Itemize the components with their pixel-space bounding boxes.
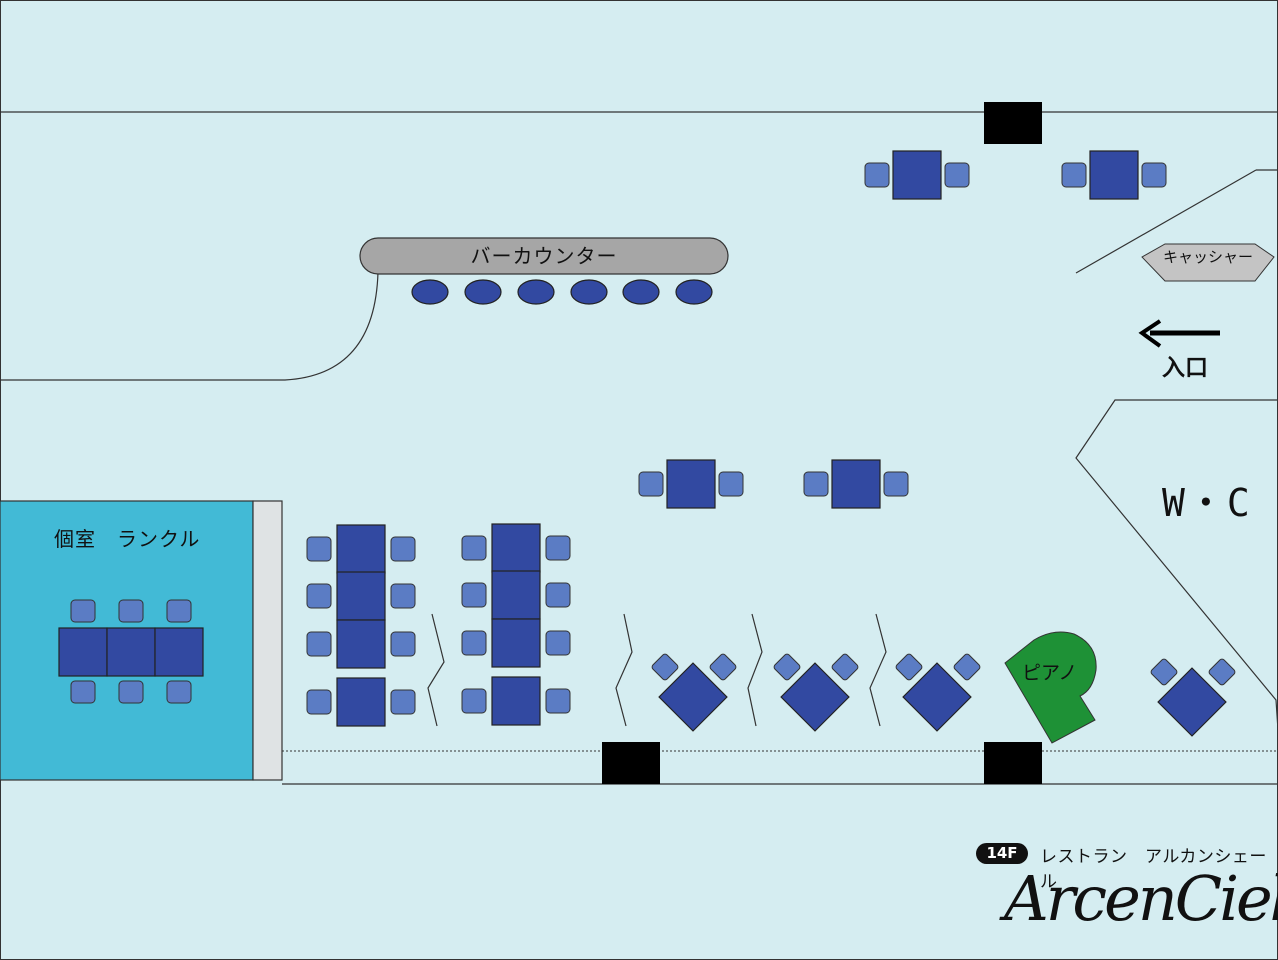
private-room-label: 個室 ランクル (54, 527, 201, 551)
chair (803, 471, 829, 497)
chair (1141, 162, 1167, 188)
wc-label: W・C (1162, 481, 1252, 525)
chair (545, 688, 571, 714)
bar-stool (675, 279, 713, 305)
wc-wall (1075, 399, 1278, 731)
table (491, 676, 541, 726)
bar-counter[interactable] (359, 237, 729, 275)
table (336, 677, 386, 727)
chair (118, 599, 144, 623)
piano (1004, 631, 1097, 744)
table (658, 662, 728, 732)
pillar-top (984, 102, 1042, 144)
chair (1208, 658, 1236, 686)
chair (390, 536, 416, 562)
table (491, 570, 541, 620)
table (336, 571, 386, 621)
entrance-wall-upper (1075, 169, 1257, 274)
table (58, 627, 108, 677)
bar-stool (464, 279, 502, 305)
chair (306, 631, 332, 657)
chair (545, 535, 571, 561)
chair (306, 689, 332, 715)
chair (718, 471, 744, 497)
partition-1 (427, 613, 445, 727)
table (336, 619, 386, 669)
chair (461, 688, 487, 714)
bar-area-boundary (0, 271, 379, 381)
table (154, 627, 204, 677)
chair (831, 653, 859, 681)
chair (70, 599, 96, 623)
piano-label: ピアノ (1022, 662, 1078, 684)
chair (773, 653, 801, 681)
chair (390, 631, 416, 657)
cashier-counter[interactable] (1141, 243, 1275, 282)
pillar-bottom-right (984, 742, 1042, 784)
chair (118, 680, 144, 704)
entrance-label: 入口 (1162, 355, 1208, 381)
tables-and-chairs (58, 150, 1236, 737)
chair (545, 630, 571, 656)
chair (390, 583, 416, 609)
chair (944, 162, 970, 188)
bar-stool (411, 279, 449, 305)
chair (461, 630, 487, 656)
table (892, 150, 942, 200)
private-room-partition (252, 500, 283, 781)
floor-badge: 14F (976, 843, 1028, 864)
chair (390, 689, 416, 715)
table (902, 662, 972, 732)
table (491, 618, 541, 668)
chair (306, 536, 332, 562)
pillar-bottom-left (602, 742, 660, 784)
table (336, 524, 386, 574)
table (1089, 150, 1139, 200)
bar-stool (517, 279, 555, 305)
chair (166, 680, 192, 704)
partition-2 (615, 613, 633, 727)
table (1157, 667, 1227, 737)
cashier-label: キャッシャー (1162, 248, 1253, 266)
chair (883, 471, 909, 497)
table (666, 459, 716, 509)
chair (1061, 162, 1087, 188)
table (491, 523, 541, 573)
chair (70, 680, 96, 704)
chair (306, 583, 332, 609)
bar-stools (411, 279, 713, 305)
chair (461, 535, 487, 561)
chair (166, 599, 192, 623)
chair (953, 653, 981, 681)
bar-stool (622, 279, 660, 305)
partition-3 (747, 613, 763, 727)
chair (651, 653, 679, 681)
table (106, 627, 156, 677)
chair (545, 582, 571, 608)
table (780, 662, 850, 732)
chair (461, 582, 487, 608)
bar-stool (570, 279, 608, 305)
entrance-arrow-head (1138, 319, 1162, 348)
restaurant-name: レストラン アルカンシェール (1040, 847, 1267, 892)
partition-4 (869, 613, 887, 727)
bar-counter-label: バーカウンター (470, 244, 618, 268)
table (831, 459, 881, 509)
chair (709, 653, 737, 681)
chair (895, 653, 923, 681)
chair (638, 471, 664, 497)
chair (1150, 658, 1178, 686)
chair (864, 162, 890, 188)
restaurant-logo: ArcenCiel (1004, 862, 1278, 935)
